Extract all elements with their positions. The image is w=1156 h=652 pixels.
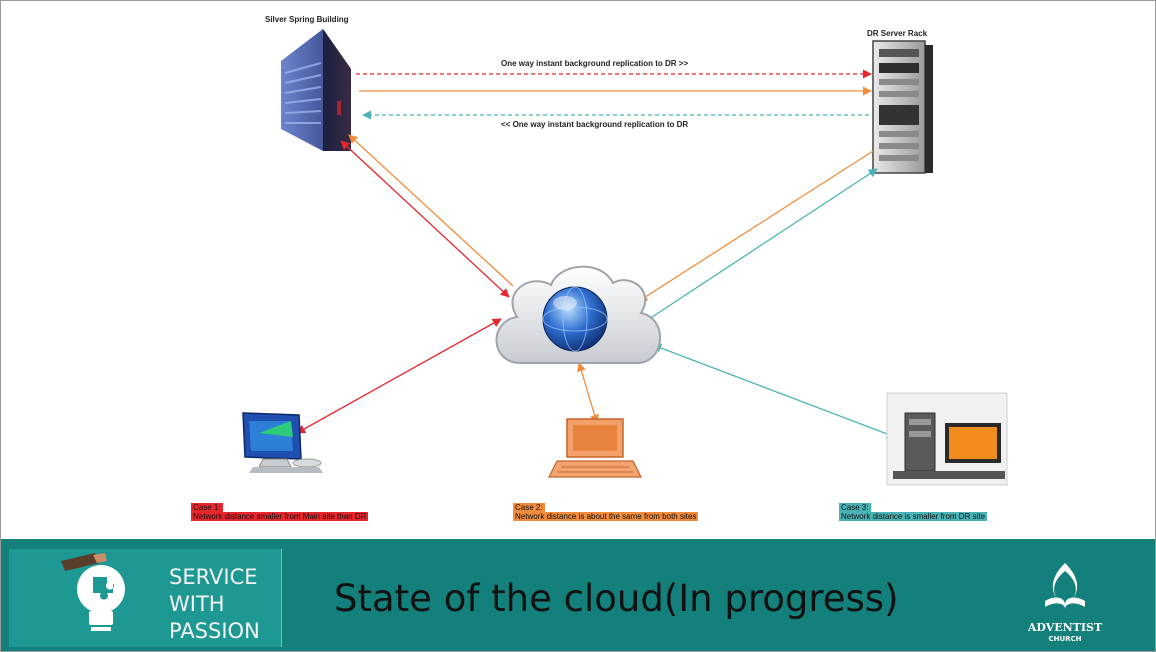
replication-from-dr-label: << One way instant background replicatio…	[501, 120, 689, 129]
case-1-text: Network distance smaller from Main site …	[191, 512, 369, 521]
tagline-line-1: SERVICE	[169, 565, 258, 589]
silver-spring-building-icon	[281, 29, 351, 151]
brand-name: ADVENTIST	[1027, 621, 1103, 634]
dr-server-rack-icon	[872, 40, 933, 174]
case-2: Case 2: Network distance is about the sa…	[513, 503, 699, 521]
cloud-client2-arrow	[576, 362, 600, 424]
tagline-text: SERVICE WITH PASSION	[169, 564, 260, 645]
rack-cloud-arrow-teal	[648, 168, 878, 320]
case-3-text: Network distance is smaller from DR site	[839, 512, 988, 521]
case-3-title: Case 3:	[839, 503, 871, 512]
lightbulb-puzzle-icon	[61, 553, 125, 631]
case-1-title: Case 1:	[191, 503, 223, 512]
case-3: Case 3: Network distance is smaller from…	[839, 503, 988, 521]
client1-monitor-icon	[242, 412, 323, 473]
brand-sub: CHURCH	[1048, 635, 1082, 643]
cloud-client1-arrow	[296, 318, 502, 434]
site-main-label: Silver Spring Building	[265, 15, 349, 24]
replication-diagram	[242, 29, 1008, 486]
cloud-globe-icon	[495, 265, 662, 364]
case-1: Case 1: Network distance smaller from Ma…	[191, 503, 369, 521]
tagline-line-2: WITH	[169, 592, 225, 616]
case-2-text: Network distance is about the same from …	[513, 512, 699, 521]
tagline-line-3: PASSION	[169, 619, 260, 643]
tagline-panel: SERVICE WITH PASSION	[9, 549, 282, 647]
rack-cloud-arrow-orange	[638, 150, 874, 302]
footer-banner: SERVICE WITH PASSION State of the cloud(…	[1, 539, 1155, 651]
client3-workstation-icon	[886, 392, 1008, 486]
site-dr-label: DR Server Rack	[867, 29, 928, 38]
client2-computer-icon	[548, 418, 642, 478]
adventist-logo-icon	[1045, 563, 1085, 609]
cloud-client3-arrow	[652, 343, 896, 439]
case-2-title: Case 2:	[513, 503, 545, 512]
slide-title: State of the cloud(In progress)	[334, 577, 899, 620]
replication-to-dr-label: One way instant background replication t…	[501, 59, 689, 68]
building-cloud-arrow-orange	[348, 134, 514, 287]
building-cloud-arrow-red	[340, 140, 510, 298]
